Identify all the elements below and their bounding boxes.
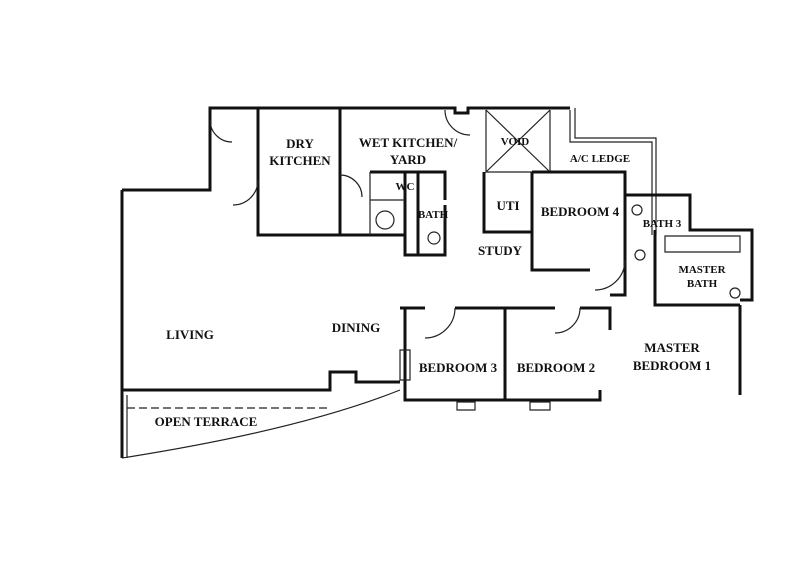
bedroom2-label: BEDROOM 2 [517,360,595,375]
bath-label: BATH [418,209,449,221]
wet-kitchen-label: WET KITCHEN/YARD [359,135,458,167]
bedroom4-label: BEDROOM 4 [541,204,620,219]
walls [120,106,754,459]
bedroom3-label: BEDROOM 3 [419,360,498,375]
ac-ledge-label: A/C LEDGE [570,153,630,165]
study-label: STUDY [478,243,523,258]
bath3-label: BATH 3 [643,218,682,230]
uti-label: UTI [496,198,519,213]
living-label: LIVING [166,327,214,342]
void-label: VOID [501,136,530,148]
dining-label: DINING [332,320,380,335]
wc-label: WC [396,181,415,193]
open-terrace-label: OPEN TERRACE [155,414,258,429]
